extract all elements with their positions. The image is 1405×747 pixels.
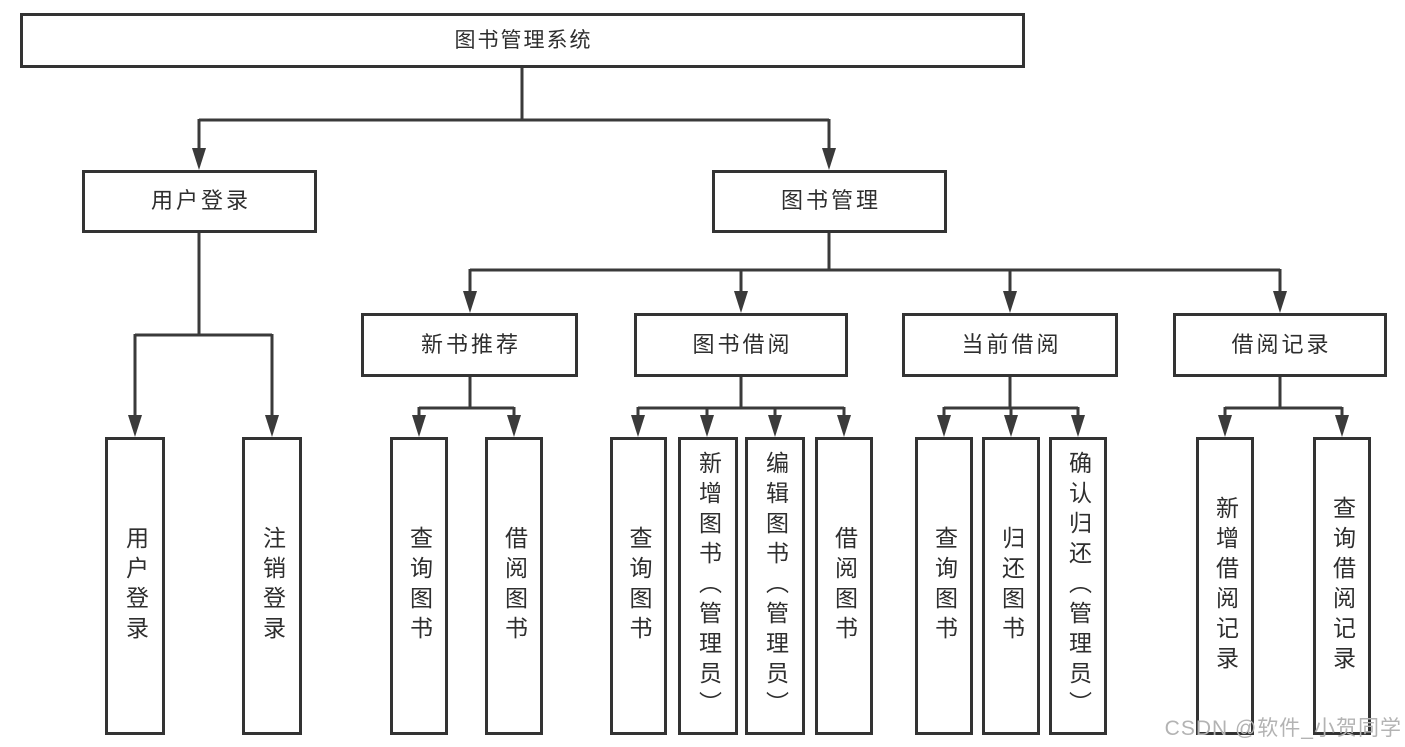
leaf-query-books-recommend-label: 查询图书 xyxy=(406,526,433,646)
leaf-edit-book-admin: 编辑图书（管理员） xyxy=(745,437,805,735)
node-book-management: 图书管理 xyxy=(712,170,947,233)
arrowhead-icons xyxy=(128,148,1349,437)
leaf-query-books-borrow-label: 查询图书 xyxy=(626,526,652,646)
leaf-logout: 注销登录 xyxy=(242,437,302,735)
leaf-confirm-return-admin-label: 确认归还（管理员） xyxy=(1065,451,1092,721)
leaf-return-book: 归还图书 xyxy=(982,437,1040,735)
node-borrow-records: 借阅记录 xyxy=(1173,313,1387,377)
node-book-borrow: 图书借阅 xyxy=(634,313,848,377)
node-new-book-recommend: 新书推荐 xyxy=(361,313,578,377)
leaf-borrow-books-recommend: 借阅图书 xyxy=(485,437,543,735)
leaf-borrow-books: 借阅图书 xyxy=(815,437,873,735)
leaf-user-login-label: 用户登录 xyxy=(122,526,149,646)
leaf-query-books-current: 查询图书 xyxy=(915,437,973,735)
node-current-borrow-label: 当前借阅 xyxy=(961,331,1062,357)
leaf-add-book-admin: 新增图书（管理员） xyxy=(678,437,738,735)
leaf-query-borrow-record: 查询借阅记录 xyxy=(1313,437,1371,735)
node-book-borrow-label: 图书借阅 xyxy=(692,331,793,357)
leaf-edit-book-admin-label: 编辑图书（管理员） xyxy=(762,451,789,721)
csdn-watermark: CSDN @软件_小贺同学 xyxy=(1164,717,1402,740)
leaf-query-borrow-record-label: 查询借阅记录 xyxy=(1329,496,1356,676)
node-root-label: 图书管理系统 xyxy=(454,28,593,52)
leaf-add-borrow-record-label: 新增借阅记录 xyxy=(1212,496,1239,676)
leaf-add-book-admin-label: 新增图书（管理员） xyxy=(695,451,722,721)
leaf-return-book-label: 归还图书 xyxy=(998,526,1025,646)
leaf-confirm-return-admin: 确认归还（管理员） xyxy=(1049,437,1107,735)
leaf-add-borrow-record: 新增借阅记录 xyxy=(1196,437,1254,735)
node-current-borrow: 当前借阅 xyxy=(902,313,1118,377)
leaf-query-books-recommend: 查询图书 xyxy=(390,437,448,735)
leaf-user-login: 用户登录 xyxy=(105,437,165,735)
node-root-system: 图书管理系统 xyxy=(20,13,1025,68)
leaf-query-books-current-label: 查询图书 xyxy=(931,526,958,646)
leaf-logout-label: 注销登录 xyxy=(259,526,286,646)
node-user-login-label: 用户登录 xyxy=(150,188,251,214)
node-new-book-recommend-label: 新书推荐 xyxy=(420,331,521,357)
leaf-query-books-borrow: 查询图书 xyxy=(610,437,667,735)
leaf-borrow-books-recommend-label: 借阅图书 xyxy=(501,526,528,646)
node-book-management-label: 图书管理 xyxy=(780,188,881,214)
leaf-borrow-books-label: 借阅图书 xyxy=(831,526,858,646)
node-user-login: 用户登录 xyxy=(82,170,317,233)
node-borrow-records-label: 借阅记录 xyxy=(1231,331,1332,357)
